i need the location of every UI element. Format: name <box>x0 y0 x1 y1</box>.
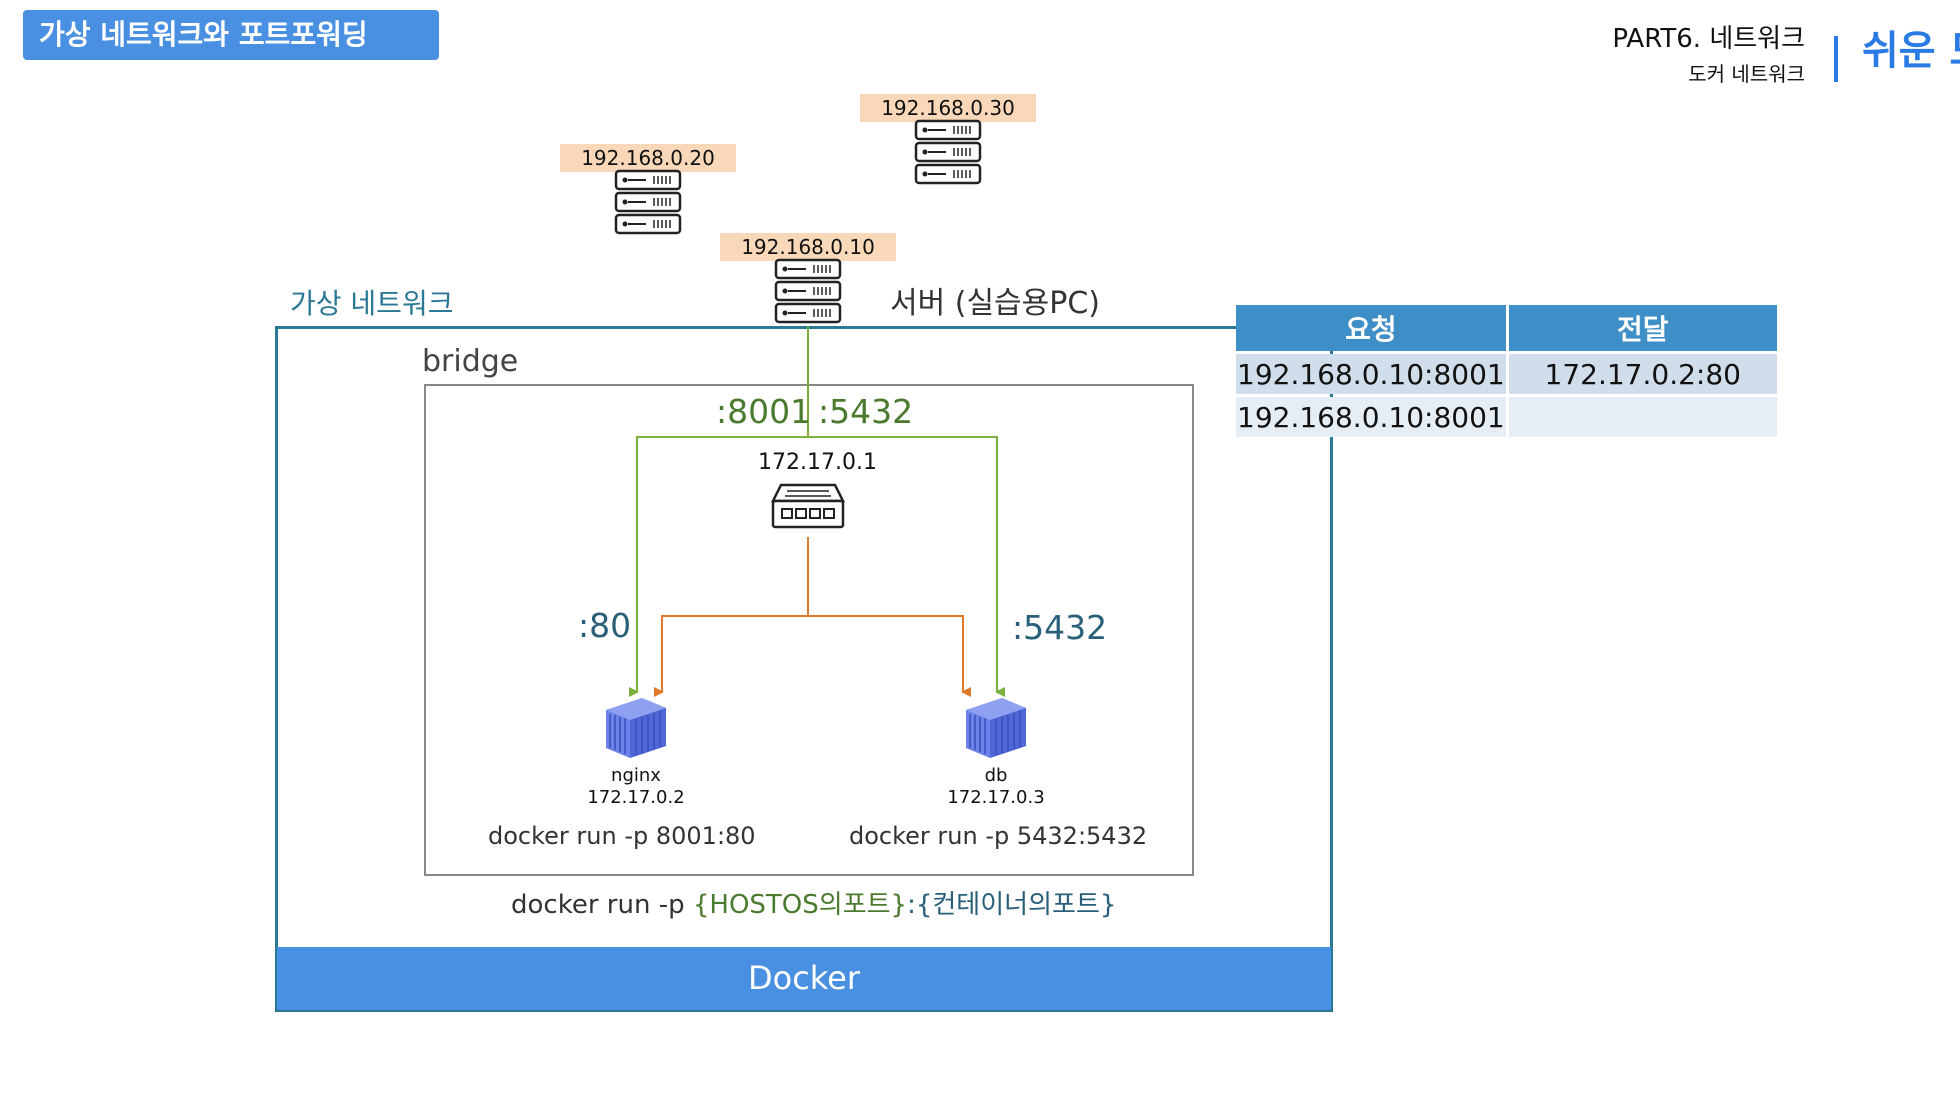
switch-icon <box>770 483 846 529</box>
gateway-ip: 172.17.0.1 <box>758 450 877 475</box>
host-ip-tag: 192.168.0.30 <box>860 94 1036 122</box>
pattern-separator: : <box>907 890 916 920</box>
pattern-container-port: {컨테이너의포트} <box>915 890 1117 920</box>
container-port-label: :5432 <box>1012 608 1108 647</box>
bridge-label: bridge <box>422 344 519 379</box>
host-port-label: :8001 <box>716 392 812 431</box>
docker-bar: Docker <box>277 947 1331 1010</box>
table-cell: 192.168.0.10:8001 <box>1236 397 1506 437</box>
container-name: nginx <box>611 765 661 786</box>
virtual-network-box <box>275 326 1333 1012</box>
table-cell: 192.168.0.10:8001 <box>1236 354 1506 394</box>
brand-logo: 쉬운 도 <box>1862 28 1960 74</box>
server-label: 서버 (실습용PC) <box>890 286 1100 321</box>
pattern-prefix: docker run -p <box>511 890 693 920</box>
host-ip-tag: 192.168.0.20 <box>560 144 736 172</box>
server-icon <box>616 171 680 233</box>
brand-divider <box>1834 36 1838 82</box>
container-icon <box>965 697 1027 759</box>
part-title: PART6. 네트워크 <box>1612 24 1805 54</box>
column-header-forward: 전달 <box>1508 305 1777 351</box>
port-forward-lines <box>629 326 1005 697</box>
command-pattern: docker run -p {HOSTOS의포트}:{컨테이너의포트} <box>511 884 1116 921</box>
page-title: 가상 네트워크와 포트포워딩 <box>23 10 439 60</box>
server-icon <box>916 121 980 183</box>
table-row: 192.168.0.10:8001 172.17.0.2:80 <box>1236 354 1777 394</box>
table-row: 192.168.0.10:8001 <box>1236 397 1777 437</box>
server-icon <box>776 260 840 322</box>
container-ip: 172.17.0.2 <box>587 787 685 808</box>
container-icon <box>605 697 667 759</box>
container-ip: 172.17.0.3 <box>947 787 1045 808</box>
table-header-row: 요청 전달 <box>1236 305 1777 351</box>
pattern-host-port: {HOSTOS의포트} <box>692 890 908 920</box>
table-cell <box>1508 397 1777 437</box>
container-name: db <box>984 765 1008 786</box>
forwarding-table: 요청 전달 192.168.0.10:8001 172.17.0.2:80 19… <box>1233 302 1780 440</box>
container-command: docker run -p 8001:80 <box>488 822 756 850</box>
container-command: docker run -p 5432:5432 <box>849 822 1148 850</box>
bridge-lines <box>654 537 971 697</box>
host-ip-tag: 192.168.0.10 <box>720 233 896 261</box>
column-header-request: 요청 <box>1236 305 1506 351</box>
virtual-network-label: 가상 네트워크 <box>290 287 454 320</box>
container-port-label: :80 <box>578 606 632 645</box>
table-cell: 172.17.0.2:80 <box>1508 354 1777 394</box>
host-port-label: :5432 <box>818 392 914 431</box>
part-subtitle: 도커 네트워크 <box>1688 62 1805 86</box>
